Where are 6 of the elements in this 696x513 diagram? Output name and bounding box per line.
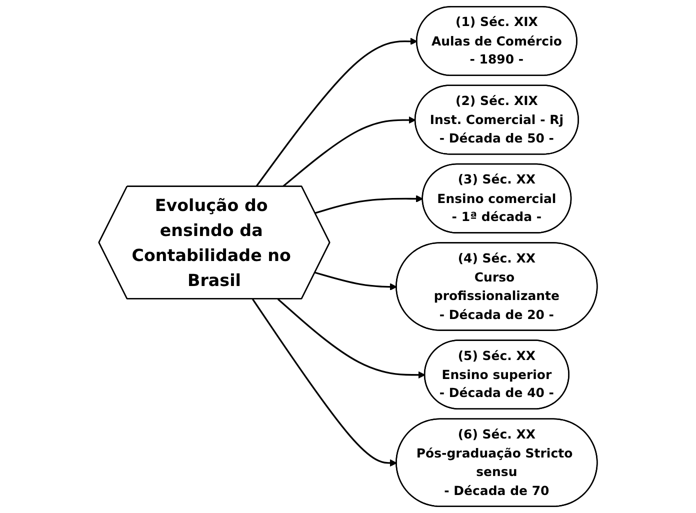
arrow <box>252 298 397 467</box>
arrow <box>314 272 397 290</box>
arrow <box>314 195 424 214</box>
arrow <box>277 298 426 379</box>
arrow <box>256 38 418 188</box>
arrow <box>282 116 416 188</box>
